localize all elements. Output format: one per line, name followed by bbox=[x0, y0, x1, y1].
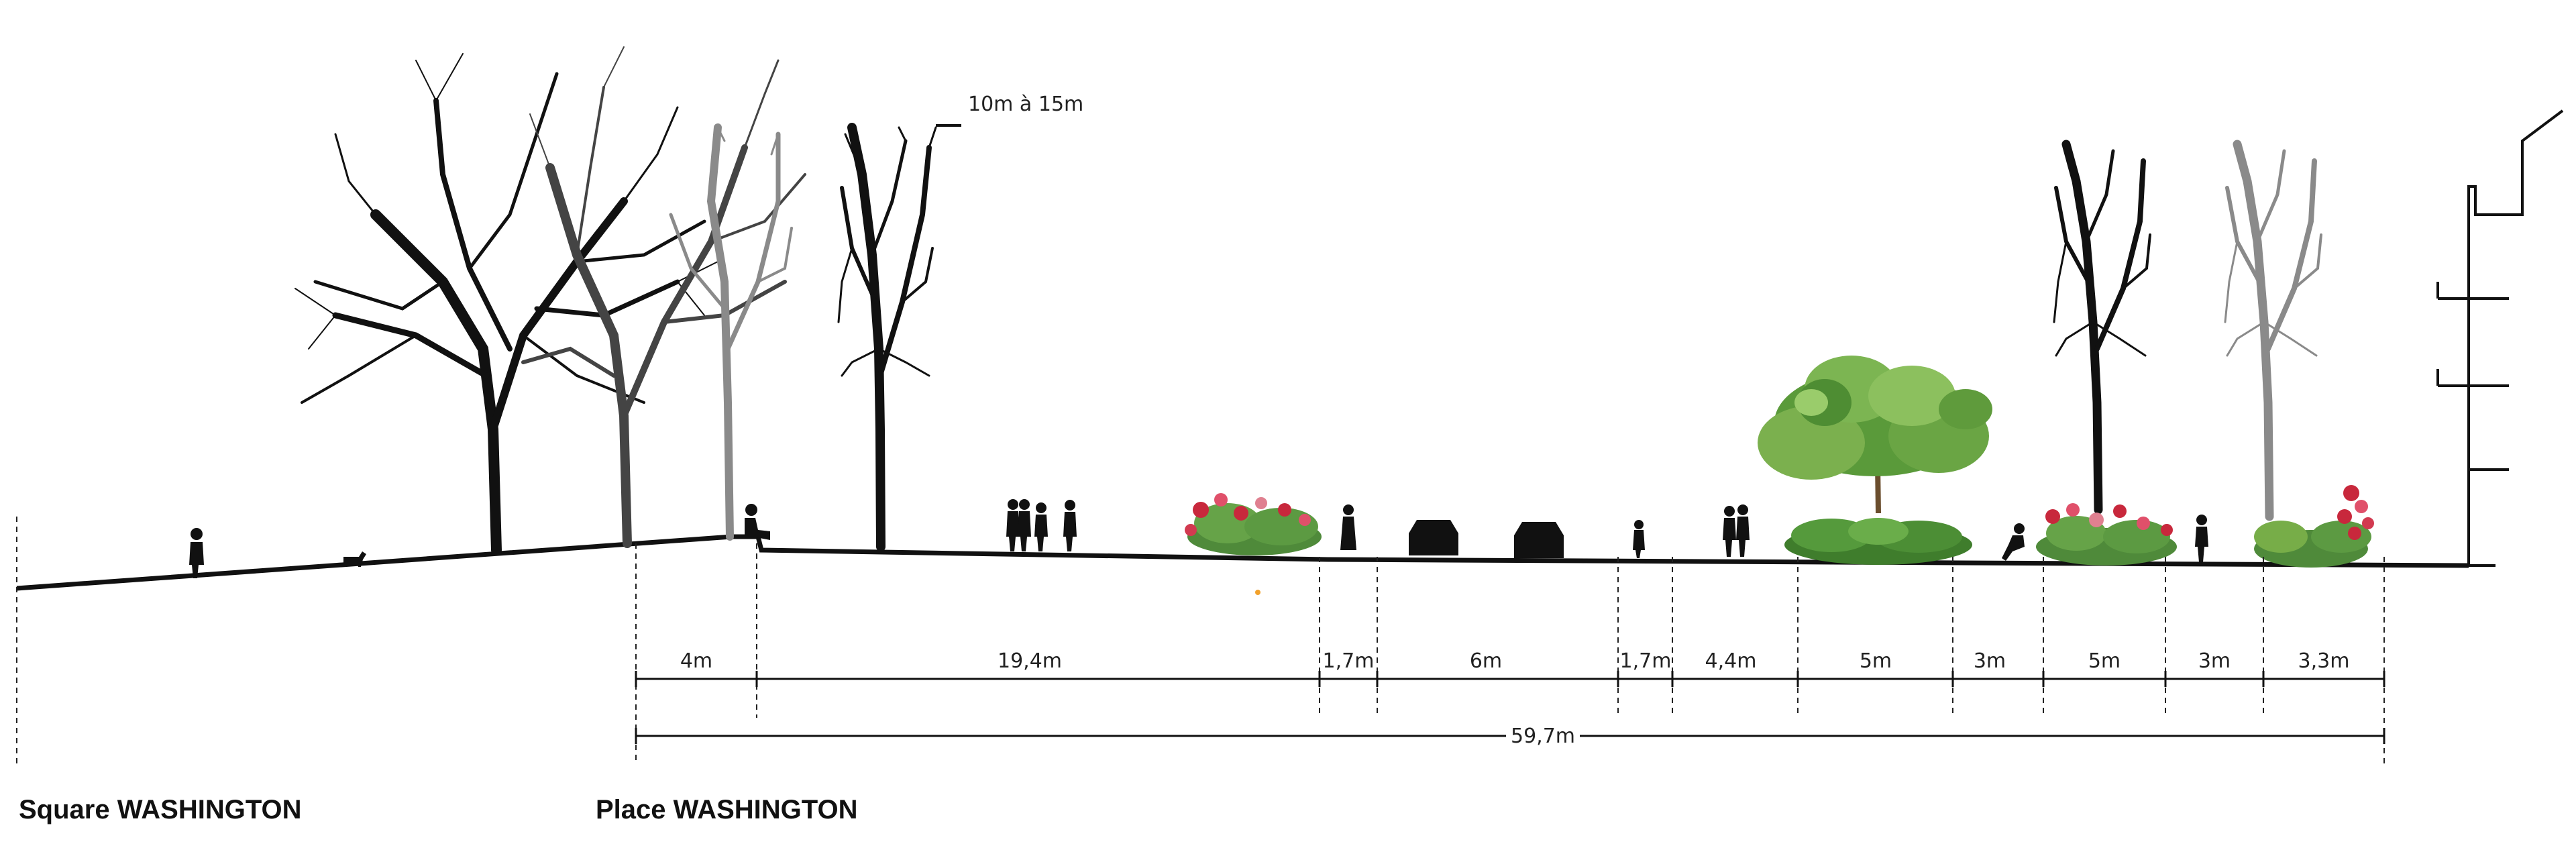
tree-columnar-right-2 bbox=[2224, 140, 2322, 521]
tree-large-3 bbox=[669, 123, 793, 541]
segment-label: 5m bbox=[2088, 649, 2121, 673]
tree-large-1 bbox=[294, 53, 718, 555]
segment-label: 4m bbox=[680, 649, 712, 673]
dog bbox=[343, 551, 366, 567]
shrub-flowering-right-2 bbox=[2254, 485, 2374, 568]
car-2 bbox=[1514, 522, 1564, 558]
seated-person-right bbox=[2002, 523, 2025, 561]
car-1 bbox=[1409, 520, 1458, 555]
tree-green-foliage bbox=[1758, 356, 1992, 514]
dimension-line bbox=[635, 671, 2385, 687]
shrub-flowering-right-1 bbox=[2036, 503, 2177, 566]
label-place-washington: Place WASHINGTON bbox=[596, 795, 858, 824]
tree-columnar-right-1 bbox=[2053, 140, 2151, 515]
accent-dot bbox=[1255, 590, 1260, 595]
tree-large-2 bbox=[521, 46, 806, 548]
segment-label: 19,4m bbox=[998, 649, 1062, 673]
child bbox=[1633, 520, 1645, 558]
seated-person bbox=[745, 504, 770, 540]
total-length: 59,7m bbox=[1511, 725, 1575, 748]
segment-label: 5m bbox=[1860, 649, 1892, 673]
pedestrian bbox=[189, 528, 204, 578]
people-silhouettes bbox=[189, 499, 2208, 578]
segment-label: 3m bbox=[1974, 649, 2006, 673]
segment-labels: 4m 19,4m 1,7m 6m 1,7m 4,4m 5m 3m 5m 3m 3… bbox=[680, 649, 2350, 673]
segment-label: 1,7m bbox=[1323, 649, 1375, 673]
segment-label: 4,4m bbox=[1705, 649, 1757, 673]
tree-columnar-left bbox=[837, 123, 937, 551]
ground-line bbox=[16, 534, 2469, 591]
segment-label: 3,3m bbox=[2298, 649, 2350, 673]
segment-label: 3m bbox=[2198, 649, 2231, 673]
pedestrian bbox=[1340, 504, 1356, 550]
pedestrian-group bbox=[1006, 499, 1077, 551]
building-facade bbox=[2436, 109, 2564, 567]
pedestrian-right bbox=[2195, 515, 2208, 562]
label-square-washington: Square WASHINGTON bbox=[19, 795, 302, 824]
shrub-flowering-left bbox=[1185, 493, 1322, 555]
dimension-guides bbox=[16, 517, 2385, 765]
total-dimension-line bbox=[635, 728, 2385, 744]
shrub-green-center bbox=[1784, 518, 1972, 565]
pedestrian-pair bbox=[1723, 504, 1750, 557]
segment-label: 1,7m bbox=[1620, 649, 1672, 673]
segment-label: 6m bbox=[1470, 649, 1502, 673]
height-note: 10m à 15m bbox=[968, 93, 1083, 116]
